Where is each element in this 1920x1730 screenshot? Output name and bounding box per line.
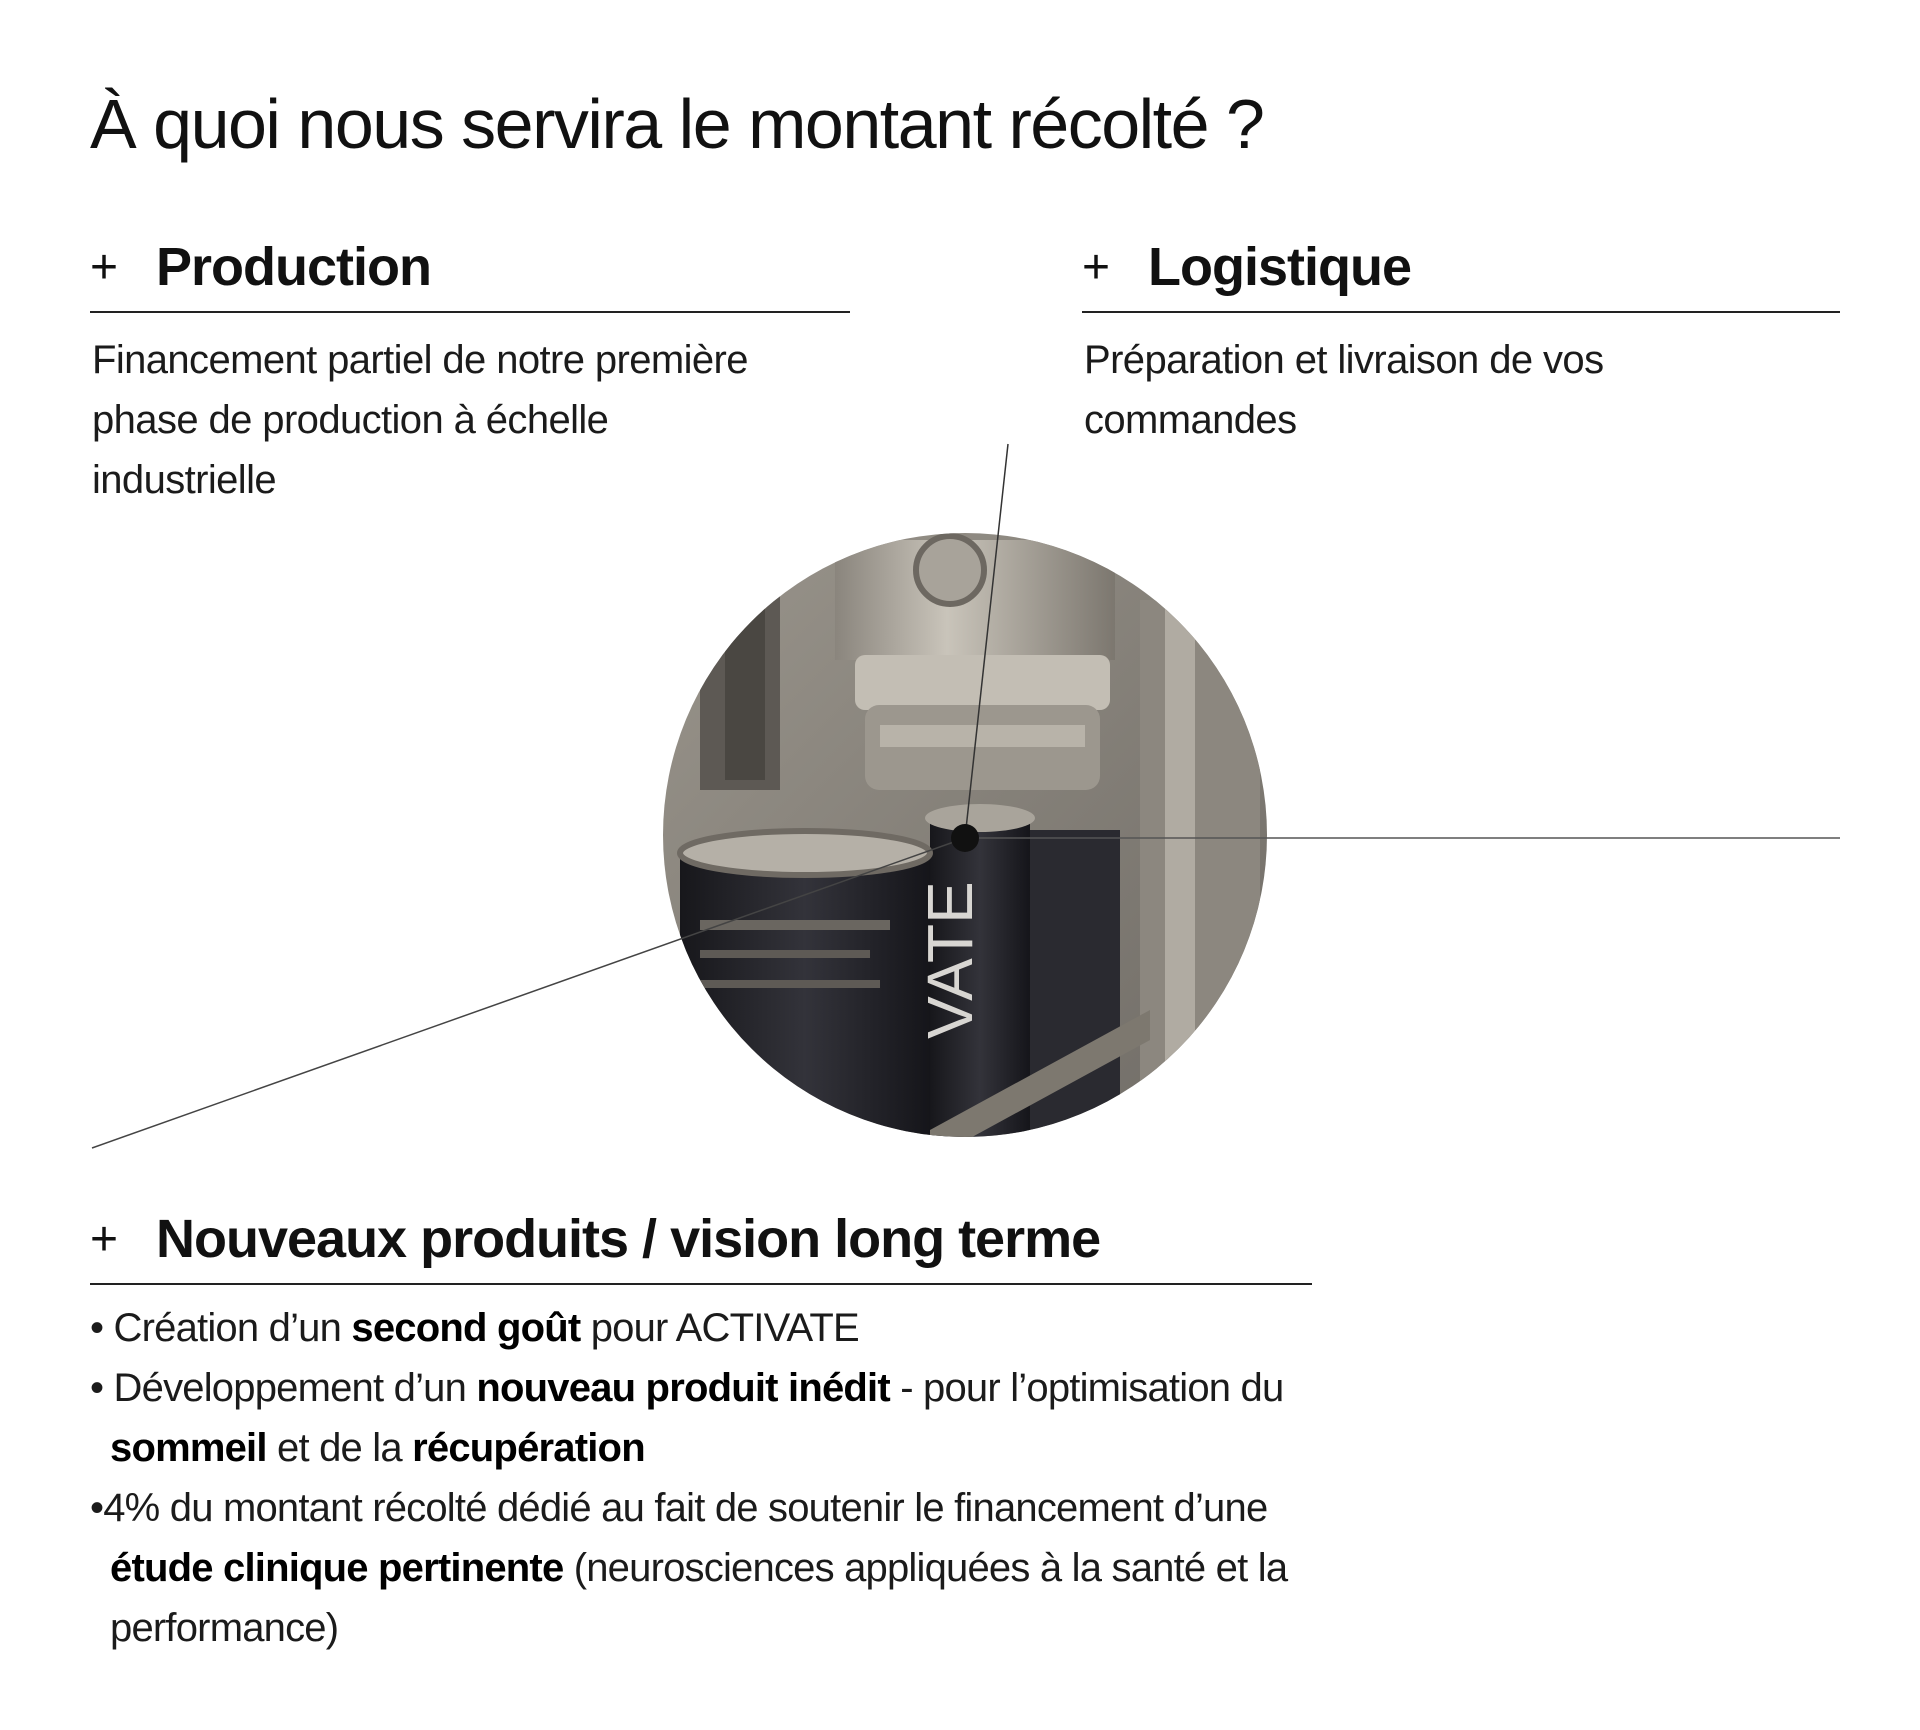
production-desc-line-1: Financement partiel de notre première <box>92 338 749 382</box>
logistique-desc-line-1: Préparation et livraison de vos <box>1084 338 1604 382</box>
bullet-text: - pour l’optimisation du <box>889 1366 1284 1410</box>
center-dot <box>951 824 979 852</box>
connector-line-nouveaux <box>91 837 966 1149</box>
production-header: + Production <box>90 237 850 314</box>
bullet-text: Développement d’un <box>103 1366 477 1410</box>
bullet-text: et de la <box>266 1426 413 1470</box>
connector-line-production <box>964 443 1009 839</box>
bullet-text: Création d’un <box>103 1306 352 1350</box>
production-desc-line-3: industrielle <box>92 458 277 502</box>
plus-icon: + <box>90 240 119 294</box>
bullet-text: pour ACTIVATE <box>580 1306 860 1350</box>
plus-icon: + <box>90 1212 119 1266</box>
bullet-text: 4% du montant récolté dédié au fait de s… <box>103 1486 1268 1530</box>
logistique-header: + Logistique <box>1082 237 1840 314</box>
logistique-desc-line-2: commandes <box>1084 398 1297 442</box>
nouveaux-bullet-list: • Création d’un second goût pour ACTIVAT… <box>90 1298 1320 1658</box>
bullet-emphasis: étude clinique pertinente <box>110 1546 564 1590</box>
plus-icon: + <box>1082 240 1111 294</box>
bullet-text: (neurosciences appliquées à la santé et … <box>110 1546 1288 1650</box>
list-item: •4% du montant récolté dédié au fait de … <box>90 1478 1320 1658</box>
production-description: Financement partiel de notre première ph… <box>92 330 852 510</box>
list-item: • Création d’un second goût pour ACTIVAT… <box>90 1298 1320 1358</box>
logistique-description: Préparation et livraison de vos commande… <box>1084 330 1844 450</box>
bullet-dot: • <box>90 1486 104 1530</box>
nouveaux-heading: Nouveaux produits / vision long terme <box>156 1209 1101 1269</box>
bullet-emphasis: nouveau produit inédit <box>476 1366 890 1410</box>
logistique-heading: Logistique <box>1148 237 1412 297</box>
production-heading: Production <box>156 237 432 297</box>
bullet-dot: • <box>90 1366 104 1410</box>
page-title: À quoi nous servira le montant récolté ? <box>90 85 1265 163</box>
can-brand-text: VATE <box>914 881 986 1039</box>
nouveaux-header: + Nouveaux produits / vision long terme <box>90 1209 1312 1286</box>
bullet-dot: • <box>90 1306 104 1350</box>
list-item: • Développement d’un nouveau produit iné… <box>90 1358 1320 1478</box>
production-desc-line-2: phase de production à échelle <box>92 398 609 442</box>
bullet-emphasis: sommeil <box>110 1426 267 1470</box>
bullet-emphasis: second goût <box>351 1306 581 1350</box>
bullet-emphasis: récupération <box>412 1426 645 1470</box>
